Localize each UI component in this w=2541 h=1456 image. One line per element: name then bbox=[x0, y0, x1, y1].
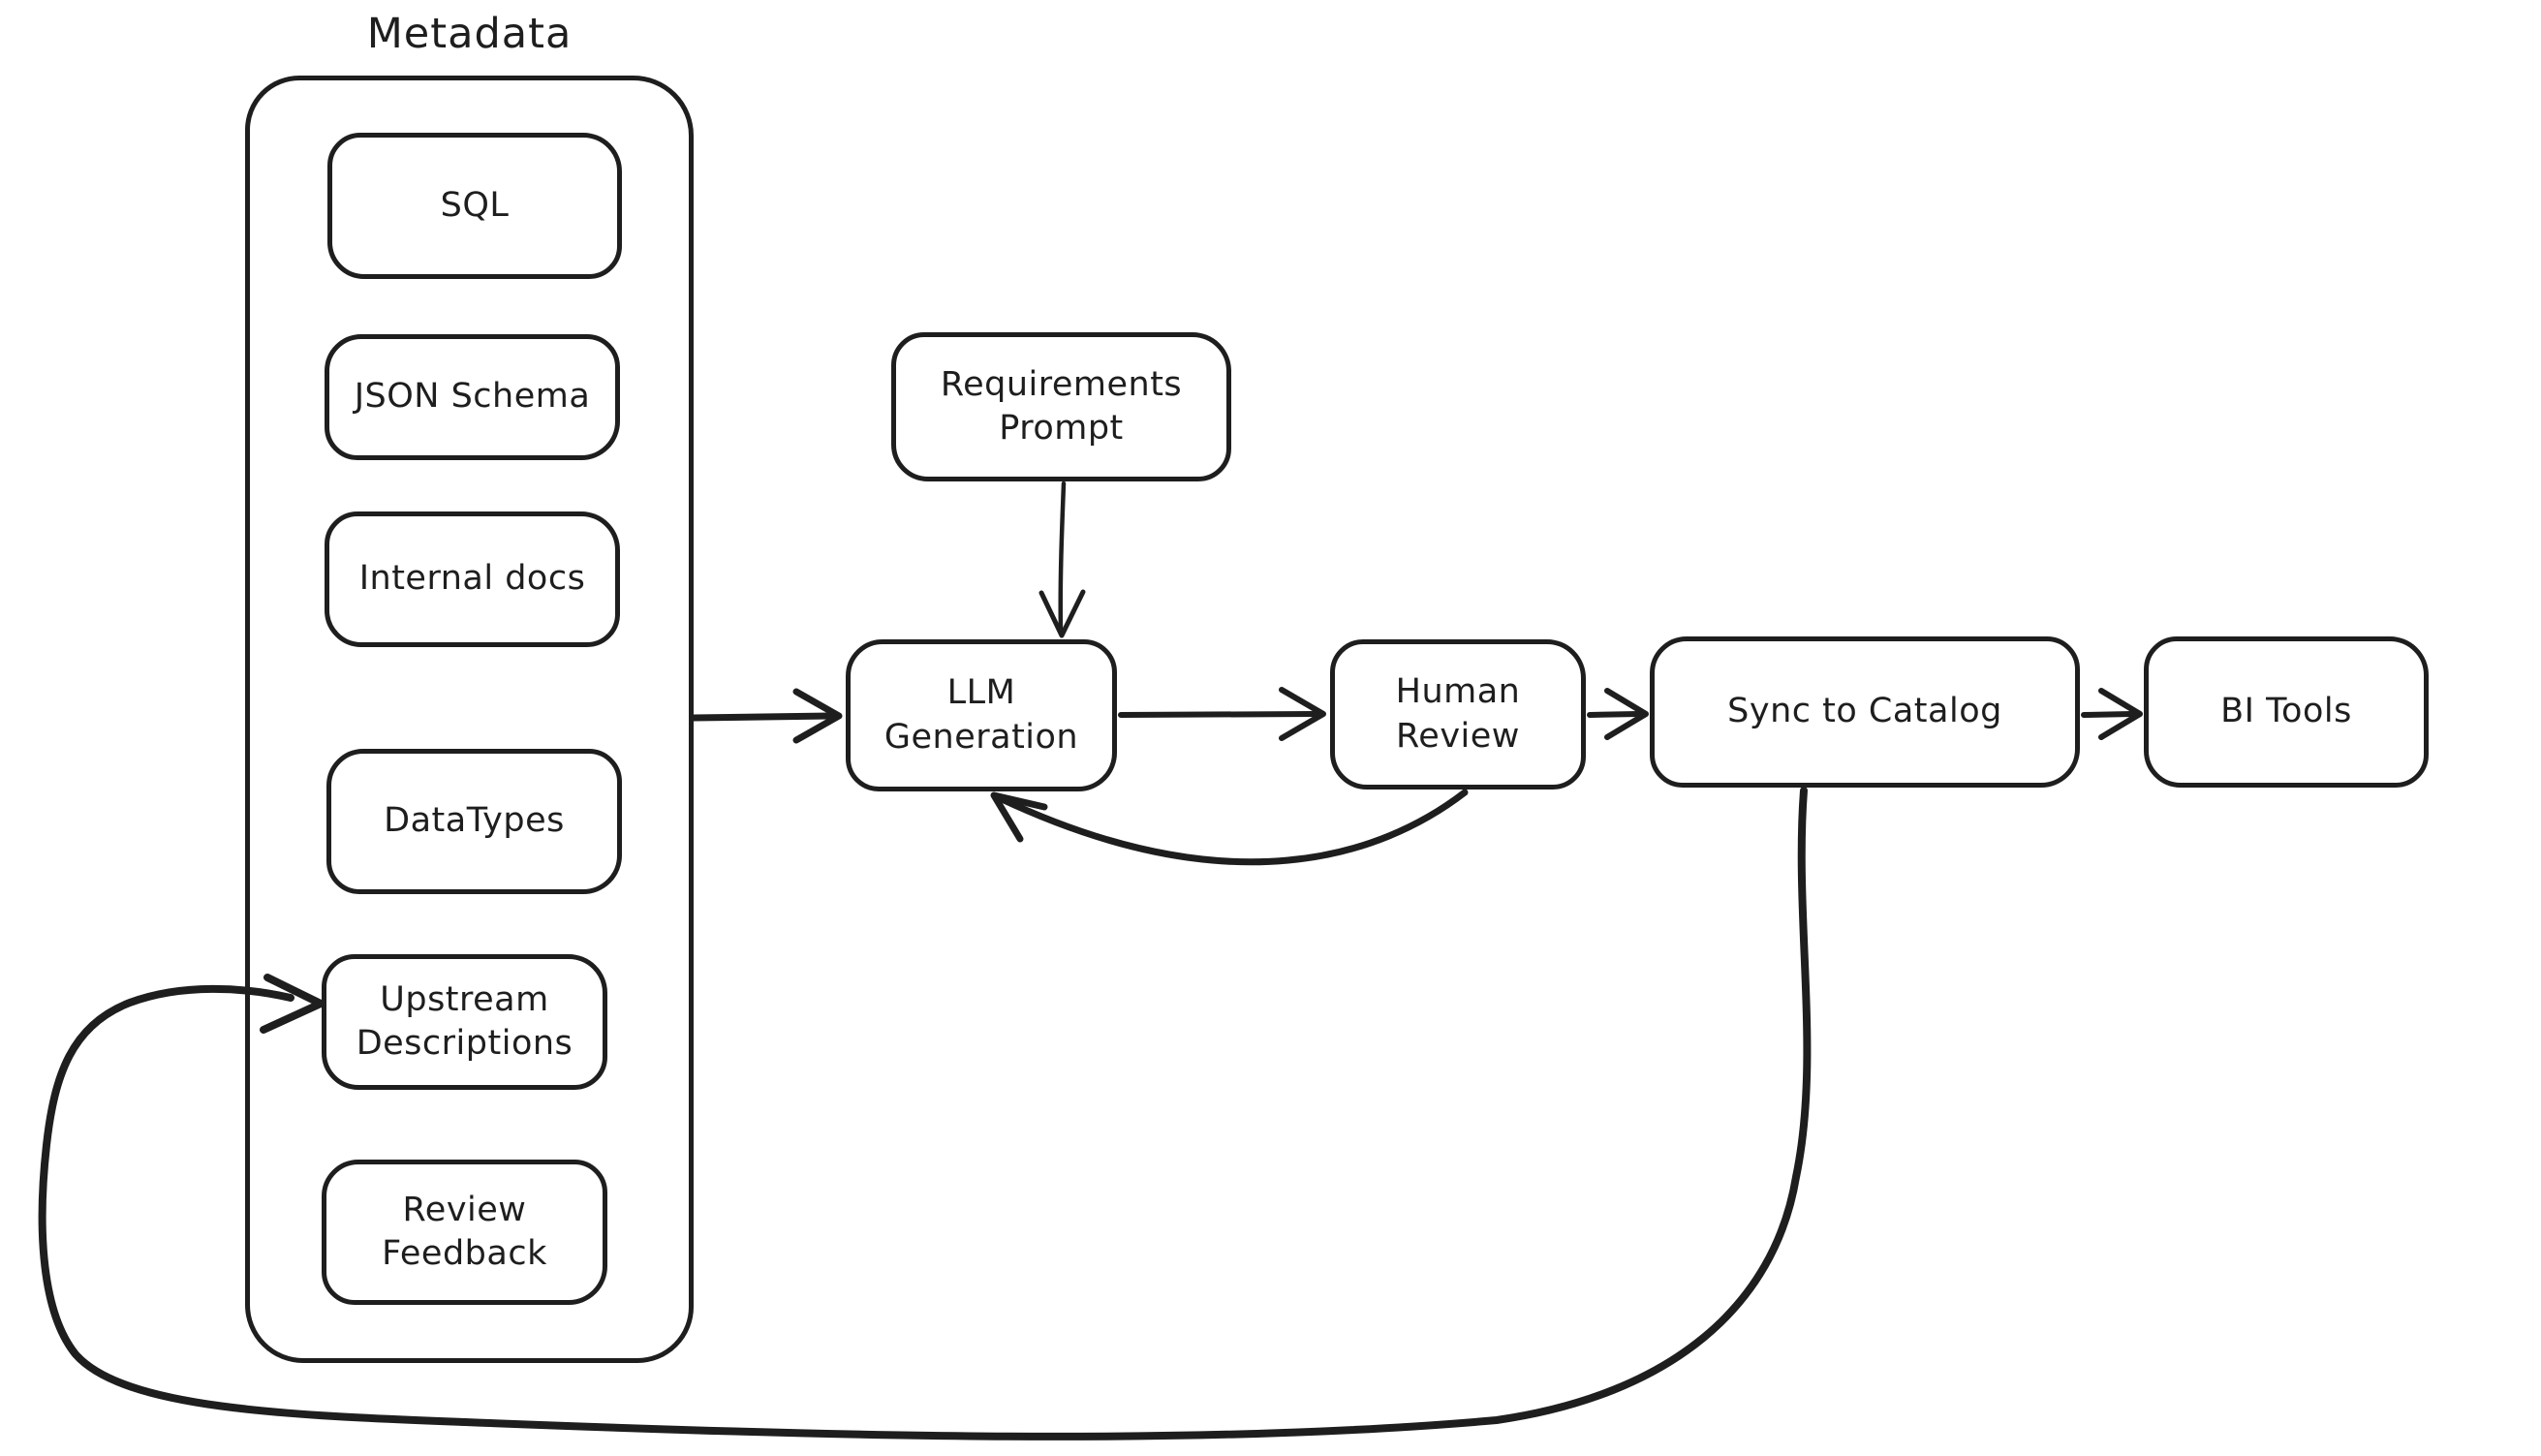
edge-llm-to-human-arrowhead bbox=[1279, 687, 1326, 741]
metadata-group-title: Metadata bbox=[366, 10, 573, 58]
node-requirements-prompt: Requirements Prompt bbox=[891, 332, 1231, 481]
edge-human-to-sync-arrowhead bbox=[1604, 688, 1649, 740]
edge-llm-to-human bbox=[1118, 711, 1318, 718]
edge-metadata-to-llm bbox=[690, 712, 835, 722]
edge-human-to-llm-feedback bbox=[996, 789, 1469, 866]
node-review-feedback: Review Feedback bbox=[322, 1160, 607, 1305]
node-human-review: Human Review bbox=[1330, 639, 1586, 790]
node-sql: SQL bbox=[327, 133, 622, 279]
edge-human-to-llm-feedback-arrowhead bbox=[990, 791, 1048, 843]
node-bi-tools: BI Tools bbox=[2144, 636, 2429, 788]
edge-requirements-to-llm-arrowhead bbox=[1038, 589, 1086, 638]
node-datatypes: DataTypes bbox=[326, 749, 622, 894]
node-sync-to-catalog: Sync to Catalog bbox=[1650, 636, 2080, 788]
edge-sync-to-bi bbox=[2081, 711, 2135, 718]
node-json-schema: JSON Schema bbox=[325, 334, 620, 460]
edge-human-to-sync bbox=[1587, 711, 1641, 718]
node-internal-docs: Internal docs bbox=[325, 511, 620, 647]
edge-requirements-to-llm bbox=[1058, 480, 1067, 635]
edge-metadata-to-llm-arrowhead bbox=[792, 688, 843, 744]
edge-sync-to-bi-arrowhead bbox=[2098, 688, 2143, 740]
node-llm-generation: LLM Generation bbox=[846, 639, 1117, 791]
node-upstream-descriptions: Upstream Descriptions bbox=[322, 954, 607, 1090]
